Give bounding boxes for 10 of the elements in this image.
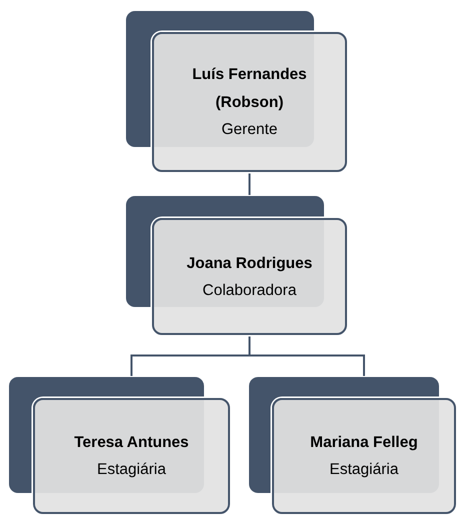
connector-line <box>248 172 250 195</box>
job-title: Estagiária <box>330 460 398 480</box>
person-name: Mariana Felleg <box>310 433 418 453</box>
job-title: Gerente <box>221 120 278 140</box>
person-name: Teresa Antunes <box>74 433 189 453</box>
job-title: Estagiária <box>97 460 166 480</box>
person-name: Luís Fernandes (Robson) <box>191 65 308 113</box>
job-title: Colaboradora <box>202 280 296 300</box>
person-name: Joana Rodrigues <box>186 254 312 274</box>
connector-line <box>248 335 365 376</box>
